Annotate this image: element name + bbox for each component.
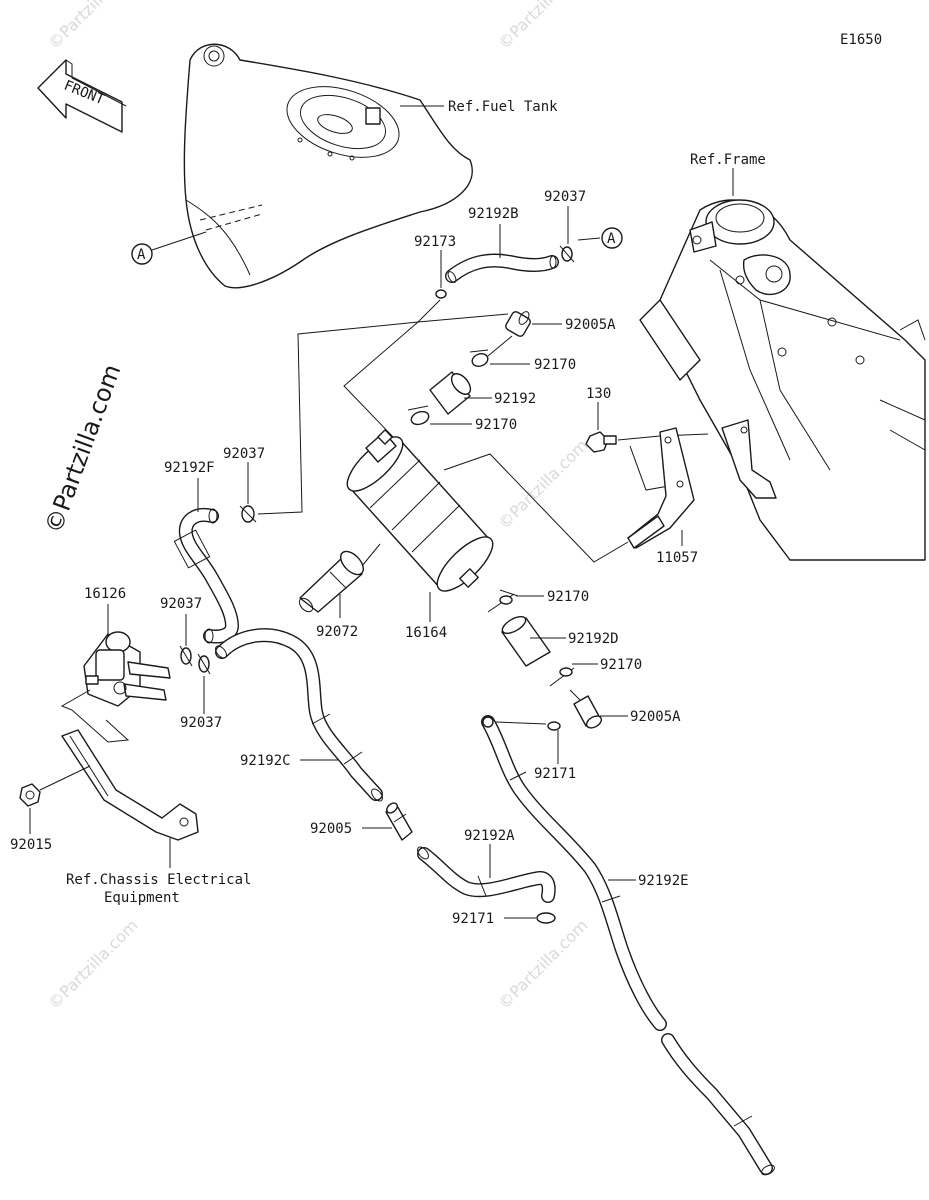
hose-92192E <box>481 715 775 1176</box>
ref-fuel-tank: Ref.Fuel Tank <box>448 99 558 115</box>
label-16126: 16126 <box>84 586 126 602</box>
label-11057: 11057 <box>656 550 698 566</box>
label-16164: 16164 <box>405 625 447 641</box>
fuel-tank <box>183 43 473 289</box>
nut-92015 <box>19 783 41 807</box>
label-92171-a: 92171 <box>534 766 576 782</box>
clip-92170-a <box>469 349 489 367</box>
label-92173: 92173 <box>414 234 456 250</box>
callout-a-right-label: A <box>607 231 616 247</box>
label-92015: 92015 <box>10 837 52 853</box>
label-92171-b: 92171 <box>452 911 494 927</box>
hose-92192D <box>501 615 551 667</box>
clip-92173 <box>435 289 447 299</box>
label-92005A-low: 92005A <box>630 709 681 725</box>
chassis-bracket <box>61 729 199 841</box>
label-92170-d: 92170 <box>600 657 642 673</box>
callout-a-right <box>601 227 623 249</box>
clip-92037-mid <box>179 645 193 667</box>
label-92170-c: 92170 <box>547 589 589 605</box>
pipe-92072 <box>298 550 365 613</box>
label-92192C: 92192C <box>240 753 291 769</box>
joint-92005 <box>385 802 413 841</box>
watermark-5: ©Partzilla.com <box>494 916 591 1013</box>
label-92192B: 92192B <box>468 206 519 222</box>
label-92005: 92005 <box>310 821 352 837</box>
clip-92170-d <box>549 667 575 687</box>
hose-92192F <box>173 508 239 644</box>
watermark-main: ©Partzilla.com <box>39 361 126 537</box>
watermark-3: ©Partzilla.com <box>494 436 591 533</box>
watermark-1: ©Partzilla.com <box>44 0 141 53</box>
joint-92005A-low <box>569 689 603 729</box>
label-92037-left: 92037 <box>223 446 265 462</box>
ref-frame: Ref.Frame <box>690 152 766 168</box>
label-92192A: 92192A <box>464 828 515 844</box>
hose-92192A <box>417 846 556 903</box>
label-92192E: 92192E <box>638 873 689 889</box>
label-130: 130 <box>586 386 611 402</box>
clip-92170-b <box>407 405 430 426</box>
label-92037-top: 92037 <box>544 189 586 205</box>
joint-92005A-top <box>505 311 531 337</box>
label-92072: 92072 <box>316 624 358 640</box>
clip-92037-top <box>559 245 575 263</box>
label-92005A-top: 92005A <box>565 317 616 333</box>
valve-16126 <box>83 631 171 707</box>
watermark-2: ©Partzilla.com <box>494 0 591 53</box>
watermark-4: ©Partzilla.com <box>44 916 141 1013</box>
diagram-code: E1650 <box>840 32 882 48</box>
clip-92171-b <box>536 912 556 924</box>
callout-a-left-label: A <box>137 247 146 263</box>
hose-92192C <box>215 628 383 802</box>
label-92037-low: 92037 <box>180 715 222 731</box>
callout-a-left <box>131 243 153 265</box>
ref-chassis-line2: Equipment <box>104 890 180 906</box>
bracket-11057 <box>627 427 695 549</box>
frame <box>639 199 926 561</box>
hose-92192 <box>429 371 472 415</box>
ref-chassis-line1: Ref.Chassis Electrical <box>66 872 251 888</box>
hose-92192B <box>445 253 559 283</box>
label-92170-b: 92170 <box>475 417 517 433</box>
clip-92170-c <box>487 589 519 613</box>
clip-92037-low <box>197 653 211 675</box>
clip-92171-a <box>547 721 561 731</box>
canister-16164 <box>346 429 494 592</box>
front-arrow-icon: FRONT <box>37 59 127 133</box>
bolt-130 <box>585 431 617 453</box>
label-92192: 92192 <box>494 391 536 407</box>
label-92037-mid: 92037 <box>160 596 202 612</box>
label-92192D: 92192D <box>568 631 619 647</box>
clip-92037-left <box>239 505 257 523</box>
label-92192F: 92192F <box>164 460 215 476</box>
label-92170-a: 92170 <box>534 357 576 373</box>
